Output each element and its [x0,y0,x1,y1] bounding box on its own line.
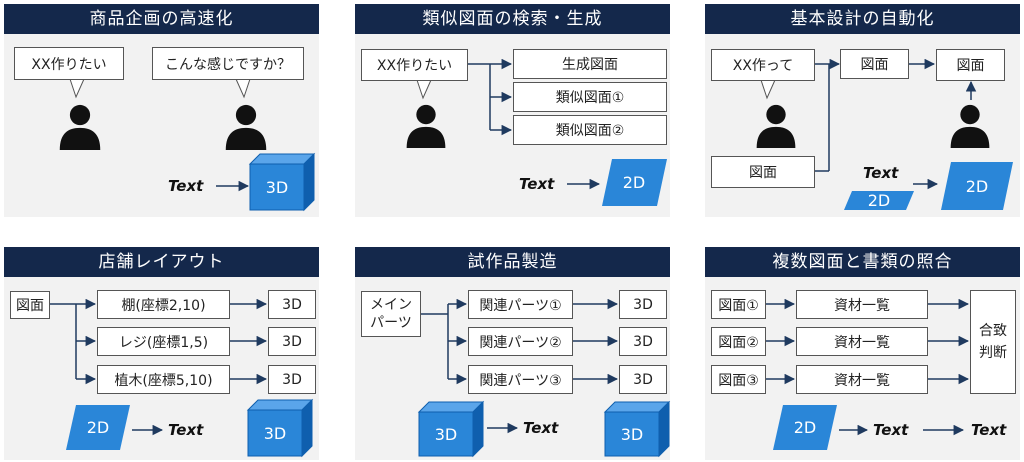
person-icon [947,104,993,148]
cube-label: 3D [265,177,289,197]
drawing-box-3: 図面③ [711,365,766,394]
connector-lines [760,58,1013,210]
connector-lines [416,58,667,206]
panel-title: 試作品製造 [355,247,670,277]
speech-bubble-right: こんな感じですか？ [152,47,304,80]
item-box-plant: 植木(座標5,10) [97,365,230,394]
cube-3d-icon [603,400,671,458]
flat-2d-label: 2D [86,418,110,437]
flat-2d-big-label: 2D [965,176,989,196]
drawing-box-bottom: 図面 [711,156,815,188]
panel-drawing-document-matching: 複数図面と書類の照合 図面① 図面② 図面③ 資材一覧 資材一覧 資材一覧 合致… [705,247,1020,460]
text-label: Text [863,164,899,182]
person-icon [753,104,799,148]
speech-bubble-icon [235,78,251,99]
connector-lines [50,298,314,458]
match-judgment-box: 合致 判断 [970,290,1016,394]
text-label: Text [519,175,555,193]
related-part-box-2: 関連パーツ② [468,327,573,356]
cube-3d-icon [417,400,485,458]
cube-3d-icon [246,398,314,458]
output-box-3d: 3D [268,327,316,356]
cube-right-label: 3D [620,424,644,444]
text-label: Text [168,177,204,195]
parallelogram-2d-icon [844,191,914,210]
cube-left-label: 3D [434,424,458,444]
material-list-box-3: 資材一覧 [796,365,928,394]
material-list-box-2: 資材一覧 [796,327,928,356]
result-box-generated: 生成図面 [513,49,667,79]
parallelogram-2d-icon [602,159,667,206]
panel-title: 商品企画の高速化 [4,4,319,34]
panel-title: 複数図面と書類の照合 [705,247,1020,277]
item-box-register: レジ(座標1,5) [97,327,230,356]
speech-bubble-left: XX作りたい [14,47,124,80]
main-parts-label: メイン パーツ [370,297,412,331]
panel-store-layout: 店舗レイアウト 図面 棚(座標2,10) レジ(座標1,5) 植木(座標5,10… [4,247,319,460]
speech-bubble: XX作って [711,49,815,81]
person-icon [56,104,104,150]
flat-2d-label: 2D [622,173,646,192]
cube-3d-icon [248,152,316,212]
flat-2d-label: 2D [793,418,817,437]
material-list-box-1: 資材一覧 [796,290,928,319]
drawing-box-1: 図面① [711,290,766,319]
text-label: Text [168,421,204,439]
drawing-box-2: 図面② [711,327,766,356]
parallelogram-2d-icon [773,405,837,450]
output-box-3d: 3D [268,365,316,394]
item-box-shelf: 棚(座標2,10) [97,290,230,319]
flat-2d-small-label: 2D [867,191,891,210]
related-part-box-1: 関連パーツ① [468,290,573,319]
panel-product-planning: 商品企画の高速化 XX作りたい こんな感じですか？ Text 3D [4,4,319,217]
text-label: Text [523,419,559,437]
drawing-box-right: 図面 [936,49,1005,81]
panel-prototype-manufacturing: 試作品製造 メイン パーツ 関連パーツ① 関連パーツ② 関連パーツ③ 3D 3D… [355,247,671,460]
person-icon [403,104,449,148]
parallelogram-2d-icon [941,162,1013,210]
text-label-2: Text [971,421,1007,439]
speech-bubble-icon [416,79,432,100]
match-judgment-label: 合致 判断 [979,323,1007,361]
speech-bubble: XX作りたい [361,49,468,81]
connector-lines [766,298,970,450]
panel-title: 店舗レイアウト [4,247,319,277]
person-icon [222,104,270,150]
output-box-3d: 3D [619,290,667,319]
result-box-similar-1: 類似図面① [513,82,667,112]
result-box-similar-2: 類似図面② [513,115,667,145]
drawing-box-mid: 図面 [840,49,909,79]
cube-label: 3D [263,423,287,443]
speech-bubble-icon [760,79,776,100]
source-drawing-box: 図面 [10,291,50,319]
connector-lines [417,298,671,458]
connector-lines [69,78,316,212]
speech-bubble-icon [69,78,85,99]
output-box-3d: 3D [268,290,316,319]
parallelogram-2d-icon [66,405,130,450]
panel-title: 基本設計の自動化 [705,4,1020,34]
output-box-3d: 3D [619,327,667,356]
panel-basic-design-automation: 基本設計の自動化 XX作って 図面 図面 図面 Text 2D 2D [705,4,1020,217]
text-label-1: Text [873,421,909,439]
panel-similar-drawing-search: 類似図面の検索・生成 XX作りたい 生成図面 類似図面① 類似図面② Text … [355,4,670,217]
panel-title: 類似図面の検索・生成 [355,4,670,34]
related-part-box-3: 関連パーツ③ [468,365,573,394]
output-box-3d: 3D [619,365,667,394]
main-parts-box: メイン パーツ [361,291,421,337]
